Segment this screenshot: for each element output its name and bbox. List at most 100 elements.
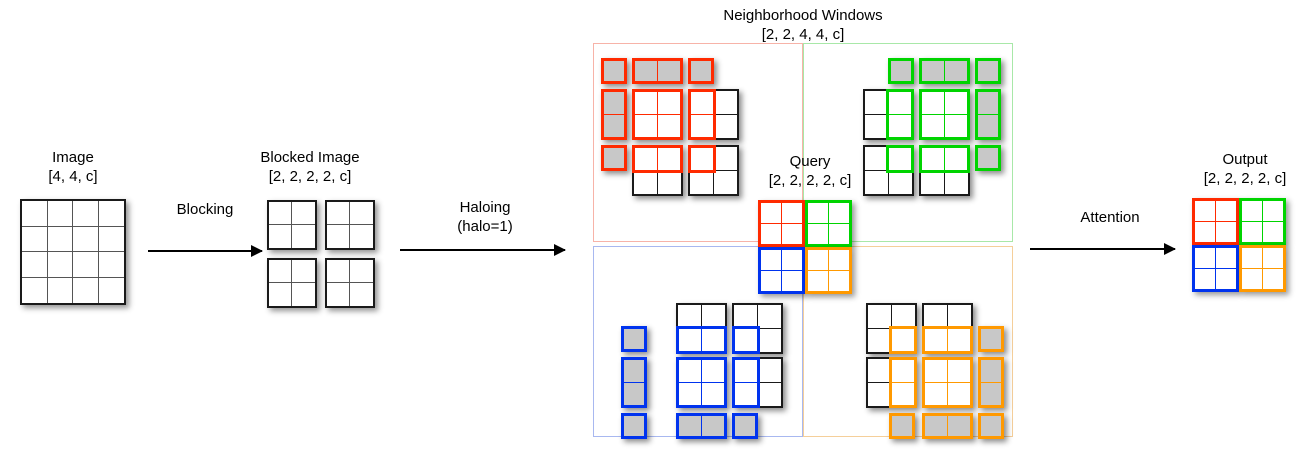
halo-overlay-cell bbox=[922, 148, 945, 170]
blocked-cell bbox=[269, 202, 292, 225]
query-tile-red bbox=[758, 200, 805, 247]
image-cell bbox=[47, 226, 73, 252]
image-cell bbox=[22, 277, 48, 303]
output-cell bbox=[1195, 221, 1216, 242]
image-cell bbox=[73, 226, 99, 252]
core-cell bbox=[944, 114, 967, 137]
neighbor-cell bbox=[865, 91, 889, 115]
halo-overlay-cell bbox=[889, 92, 911, 115]
halo-block-red bbox=[632, 58, 683, 84]
attention-label-line1: Attention bbox=[1080, 209, 1140, 226]
output-cell bbox=[1215, 248, 1236, 269]
halo-overlay-cell bbox=[657, 148, 680, 170]
core-cell bbox=[657, 92, 680, 115]
halo-overlay-orange bbox=[889, 357, 917, 408]
query-cell bbox=[828, 250, 849, 271]
query-block-orange bbox=[922, 357, 973, 408]
blocking-label-line1: Blocking bbox=[176, 201, 234, 218]
blocked-image-block bbox=[267, 200, 317, 250]
halo-overlay-cell bbox=[889, 114, 911, 137]
blocked-cell bbox=[327, 225, 350, 248]
query-cell bbox=[808, 250, 829, 271]
blocked-image-block bbox=[267, 258, 317, 308]
neighbor-cell bbox=[690, 170, 714, 194]
query-cell bbox=[761, 223, 782, 244]
halo-cell bbox=[925, 416, 948, 436]
halo-cell bbox=[679, 416, 702, 436]
halo-cell bbox=[657, 61, 680, 81]
core-cell bbox=[679, 382, 702, 405]
halo-overlay-blue bbox=[732, 357, 760, 408]
halo-overlay-cell bbox=[691, 92, 713, 115]
image-cell bbox=[73, 252, 99, 278]
image-cell bbox=[47, 252, 73, 278]
halo-overlay-cell bbox=[679, 329, 702, 351]
query-block-blue bbox=[676, 357, 727, 408]
query-label: Query [2, 2, 2, 2, c] bbox=[745, 152, 875, 190]
query-label-line1: Query bbox=[789, 153, 831, 170]
halo-block-blue bbox=[621, 357, 647, 408]
image-cell bbox=[98, 226, 124, 252]
neighbor-cell bbox=[678, 305, 702, 329]
query-cell bbox=[808, 270, 829, 291]
neighborhood-label-line1: Neighborhood Windows bbox=[723, 7, 883, 24]
query-cell bbox=[781, 203, 802, 224]
halo-overlay-cell bbox=[947, 329, 970, 351]
image-cell bbox=[98, 201, 124, 227]
halo-cell-green bbox=[975, 145, 1001, 171]
halo-overlay-blue bbox=[732, 326, 760, 354]
image-cell bbox=[98, 277, 124, 303]
halo-cell bbox=[701, 416, 724, 436]
output-tile-blue bbox=[1192, 245, 1239, 292]
halo-block-red bbox=[601, 89, 627, 140]
halo-overlay-cell bbox=[691, 114, 713, 137]
blocked-cell bbox=[350, 202, 373, 225]
halo-overlay-red bbox=[688, 89, 716, 140]
image-cell bbox=[47, 277, 73, 303]
halo-cell-green bbox=[975, 58, 1001, 84]
halo-cell bbox=[604, 92, 624, 115]
core-cell bbox=[701, 360, 724, 383]
output-cell bbox=[1215, 201, 1236, 222]
query-cell bbox=[781, 250, 802, 271]
halo-overlay-cell bbox=[701, 329, 724, 351]
haloing-label-line1: Haloing bbox=[459, 199, 511, 216]
neighbor-cell bbox=[921, 170, 945, 194]
core-cell bbox=[925, 382, 948, 405]
neighbor-cell bbox=[734, 305, 758, 329]
query-tile-orange bbox=[805, 247, 852, 294]
blocked-cell bbox=[292, 260, 315, 283]
image-cell bbox=[22, 226, 48, 252]
neighbor-cell bbox=[657, 170, 681, 194]
halo-cell-orange bbox=[978, 326, 1004, 352]
halo-cell bbox=[635, 61, 658, 81]
halo-block-green bbox=[919, 58, 970, 84]
output-label: Output [2, 2, 2, 2, c] bbox=[1180, 150, 1304, 188]
halo-cell bbox=[981, 360, 1001, 383]
halo-cell-blue bbox=[732, 413, 758, 439]
neighbor-cell bbox=[868, 328, 892, 352]
halo-overlay-green bbox=[886, 89, 914, 140]
core-cell bbox=[925, 360, 948, 383]
halo-cell bbox=[624, 382, 644, 405]
halo-block-green bbox=[975, 89, 1001, 140]
query-tile-blue bbox=[758, 247, 805, 294]
image-cell bbox=[73, 201, 99, 227]
halo-overlay-cell bbox=[925, 329, 948, 351]
output-tile-green bbox=[1239, 198, 1286, 245]
image-cell bbox=[98, 252, 124, 278]
halo-cell-orange bbox=[978, 413, 1004, 439]
neighbor-cell bbox=[924, 305, 948, 329]
blocked-cell bbox=[269, 283, 292, 306]
output-cell bbox=[1262, 201, 1283, 222]
neighborhood-label-line2: [2, 2, 4, 4, c] bbox=[761, 26, 845, 43]
blocked-cell bbox=[350, 260, 373, 283]
query-cell bbox=[828, 270, 849, 291]
core-cell bbox=[922, 114, 945, 137]
neighbor-cell bbox=[757, 305, 781, 329]
neighbor-cell bbox=[713, 170, 737, 194]
halo-overlay-orange bbox=[922, 326, 973, 354]
query-cell bbox=[761, 250, 782, 271]
halo-overlay-orange bbox=[889, 326, 917, 354]
